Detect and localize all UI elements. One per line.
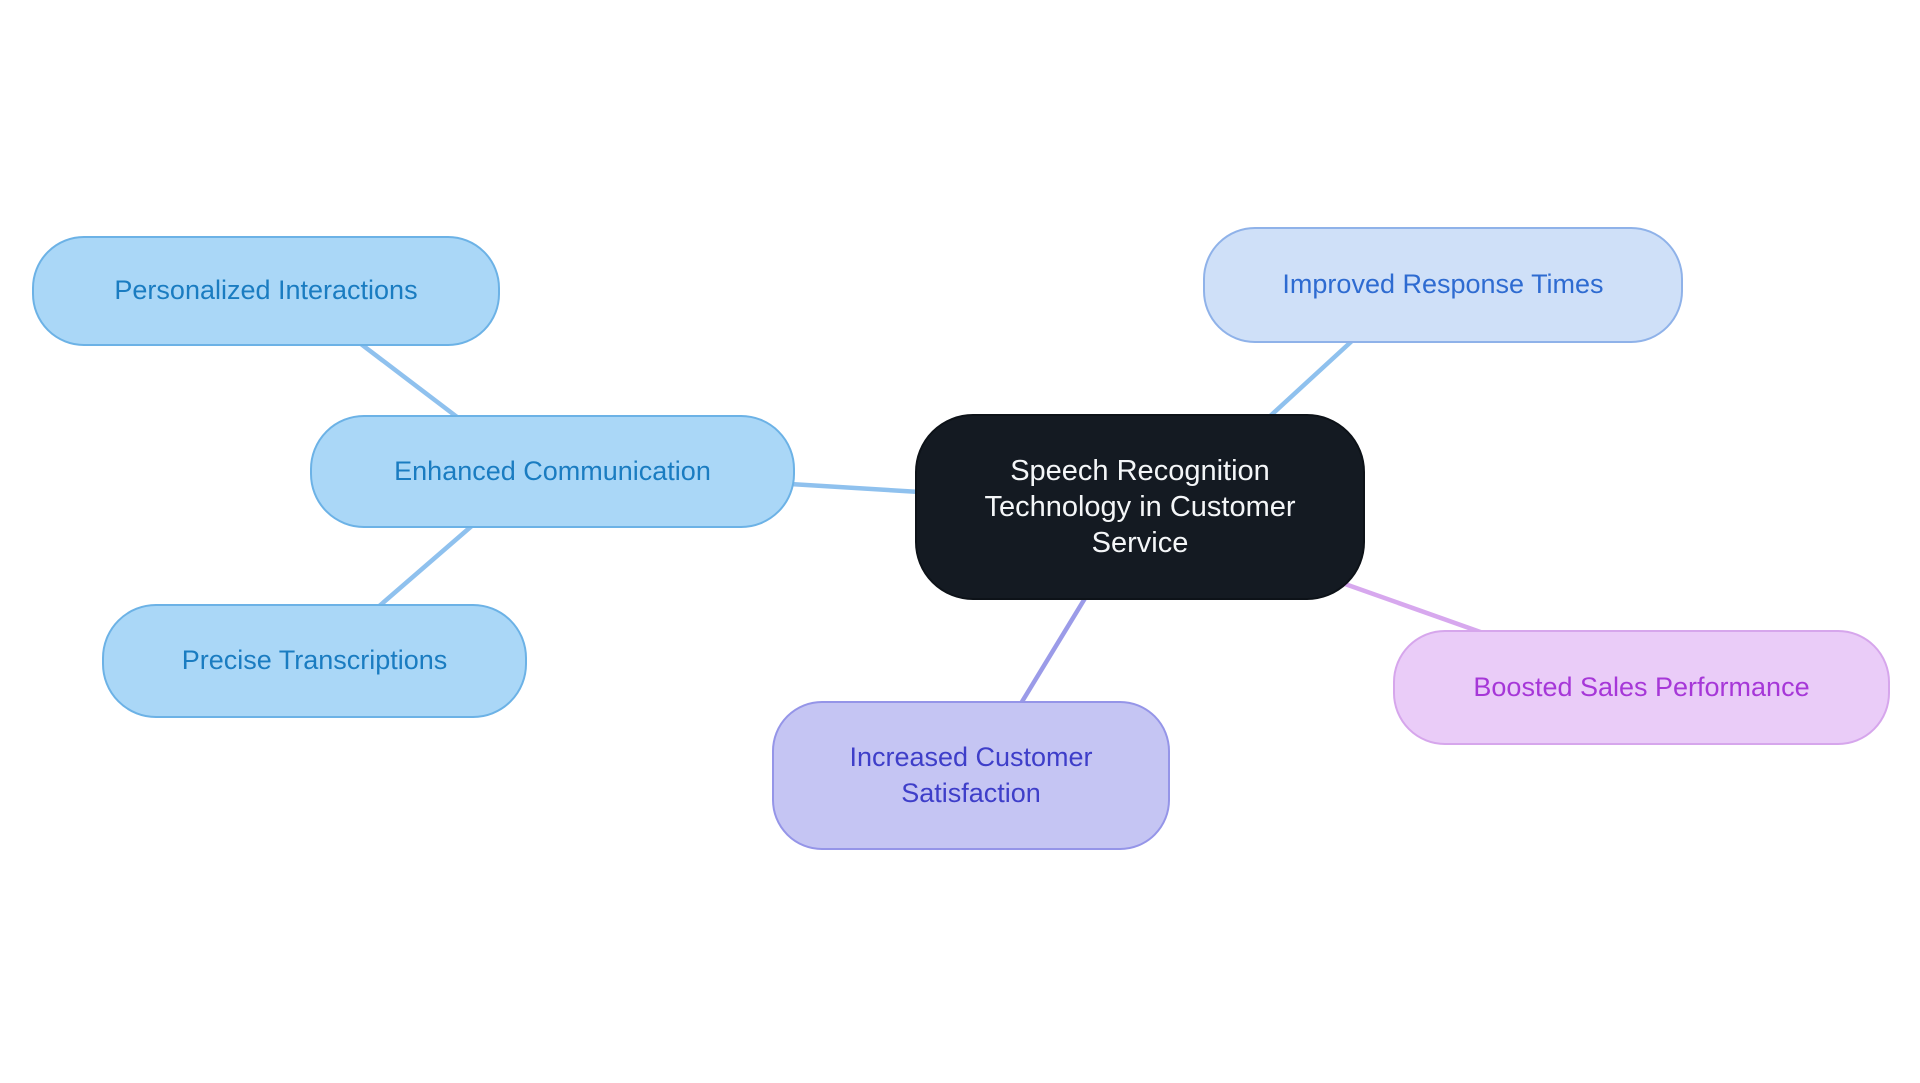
node-improved-response-times[interactable]: Improved Response Times xyxy=(1203,227,1683,343)
node-enhanced-communication-label: Enhanced Communication xyxy=(394,455,711,486)
node-boosted-sales-performance[interactable]: Boosted Sales Performance xyxy=(1393,630,1890,745)
edge-central-to-increased xyxy=(1018,593,1089,707)
node-precise-transcriptions[interactable]: Precise Transcriptions xyxy=(102,604,527,718)
node-increased-customer-satisfaction-label: Increased Customer Satisfaction xyxy=(849,742,1093,808)
node-central-topic[interactable]: Speech Recognition Technology in Custome… xyxy=(915,414,1365,600)
edge-improved-to-central xyxy=(1266,338,1355,420)
node-enhanced-communication[interactable]: Enhanced Communication xyxy=(310,415,795,528)
edge-personalized-to-enhanced xyxy=(355,339,463,422)
edge-enhanced-to-central xyxy=(789,481,921,495)
node-boosted-sales-performance-label: Boosted Sales Performance xyxy=(1473,671,1810,702)
edge-enhanced-to-precise xyxy=(375,522,476,610)
node-personalized-interactions[interactable]: Personalized Interactions xyxy=(32,236,500,346)
node-increased-customer-satisfaction[interactable]: Increased Customer Satisfaction xyxy=(772,701,1170,850)
node-central-topic-label: Speech Recognition Technology in Custome… xyxy=(984,454,1296,560)
edge-central-to-boosted xyxy=(1344,581,1487,637)
node-personalized-interactions-label: Personalized Interactions xyxy=(114,275,418,306)
node-improved-response-times-label: Improved Response Times xyxy=(1282,269,1604,300)
node-precise-transcriptions-label: Precise Transcriptions xyxy=(181,645,448,676)
